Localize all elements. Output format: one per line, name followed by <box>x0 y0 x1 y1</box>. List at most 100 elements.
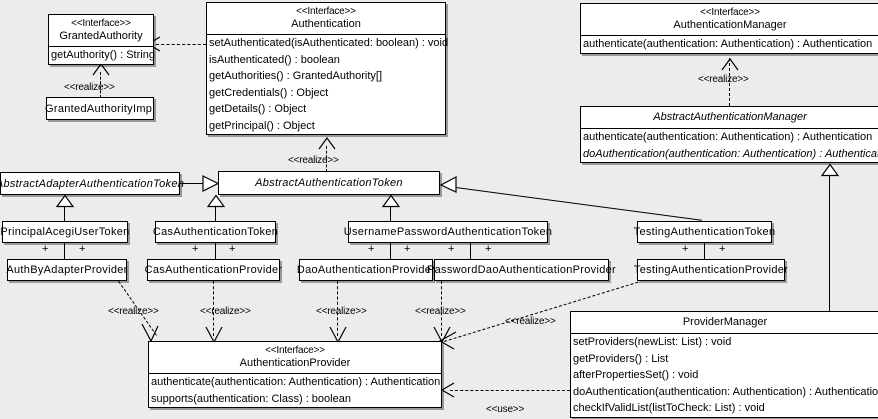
generalization-line-usernamepasswordauthenticationtoken <box>390 205 391 221</box>
class-name-label: CasAuthenticationToken <box>152 226 279 238</box>
operation-row: authenticate(authentication: Authenticat… <box>583 38 873 50</box>
visibility-plus-1: + <box>42 243 49 255</box>
class-name-label: AbstractAuthenticationManager <box>653 111 807 123</box>
class-name-label: PasswordDaoAuthenticationProvider <box>426 264 617 276</box>
realization-triangle-authenticationmanager <box>721 57 739 71</box>
class-name-label: GrantedAuthorityImpl <box>45 102 155 115</box>
class-box-granted-authority-impl[interactable]: GrantedAuthorityImpl <box>45 97 155 120</box>
class-box-abstract-adapter-authentication-token[interactable]: AbstractAdapterAuthenticationToken <box>0 172 184 195</box>
operation-row: getPrincipal() : Object <box>209 119 315 132</box>
operations-compartment: authenticate(authentication: Authenticat… <box>581 36 878 53</box>
class-box-principal-acegi-user-token[interactable]: PrincipalAcegiUserToken <box>0 221 129 243</box>
class-box-authentication[interactable]: <<Interface>> Authentication setAuthenti… <box>206 2 449 135</box>
class-name-label: PrincipalAcegiUserToken <box>0 226 130 238</box>
class-box-granted-authority[interactable]: <<Interface>> GrantedAuthority getAuthor… <box>48 14 155 65</box>
class-box-authentication-provider[interactable]: <<Interface>> AuthenticationProvider aut… <box>148 341 442 408</box>
class-name-label: Authentication <box>291 18 361 30</box>
class-box-cas-authentication-token[interactable]: CasAuthenticationToken <box>153 221 278 243</box>
generalization-line-testingauthenticationtoken <box>455 187 702 221</box>
class-name-label: DaoAuthenticationProvider <box>296 264 436 276</box>
realization-line-abstractauthenticationmanager <box>729 58 730 106</box>
class-name-label: TestingAuthenticationProvider <box>633 264 789 276</box>
assoc-line-testingtoken-testingprovider <box>704 242 705 259</box>
operation-row: getDetails() : Object <box>209 103 307 115</box>
assoc-line-userpass-dao <box>390 242 391 259</box>
compartment-separator <box>571 333 878 334</box>
class-name-label: TestingAuthenticationToken <box>633 226 776 238</box>
compartment-separator <box>49 46 153 47</box>
class-box-dao-authentication-provider[interactable]: DaoAuthenticationProvider <box>297 259 435 281</box>
operation-row: getCredentials() : Object <box>209 86 329 99</box>
generalization-line-casauthenticationtoken <box>215 205 216 221</box>
relation-label-realize-1: <<realize>> <box>64 82 115 93</box>
class-name-label: AuthenticationManager <box>673 19 787 31</box>
generalization-triangle-abstractauthenticationtoken-left <box>202 175 220 192</box>
compartment-separator <box>207 34 445 35</box>
stereotype-label: <<Interface>> <box>700 7 760 18</box>
assoc-line-userpass-passworddao <box>470 242 471 259</box>
operations-compartment: setProviders(newList: List) : void getPr… <box>571 334 878 417</box>
dependency-line-authentication-grantedauthority <box>156 44 206 45</box>
relation-label-realize-8: <<realize>> <box>505 316 556 327</box>
class-box-username-password-authentication-token[interactable]: UsernamePasswordAuthenticationToken <box>344 221 552 243</box>
relation-label-use-2: <<use>> <box>486 404 525 415</box>
visibility-plus-10: + <box>719 243 726 255</box>
generalization-line-providermanager <box>829 175 830 312</box>
realization-line-daoprovider <box>337 281 338 336</box>
generalization-triangle-abstractauthenticationmanager <box>820 163 840 177</box>
class-header-authentication-provider: <<Interface>> AuthenticationProvider <box>149 342 441 373</box>
operation-row: authenticate(authentication: Authenticat… <box>151 376 441 388</box>
open-arrowhead-authenticationprovider <box>440 382 455 398</box>
operations-compartment: authenticate(authentication: Authenticat… <box>581 129 878 162</box>
operation-row: afterPropertiesSet() : void <box>573 369 699 381</box>
visibility-plus-5: + <box>368 243 375 255</box>
assoc-line-principalacegi-authbyadapter <box>64 242 65 259</box>
operation-row: doAuthentication(authentication: Authent… <box>573 385 878 398</box>
class-name-label: ProviderManager <box>682 316 768 328</box>
realization-line-passworddaoprovider <box>441 281 442 336</box>
visibility-plus-9: + <box>682 243 689 255</box>
relation-label-realize-3: <<realize>> <box>698 74 749 85</box>
assoc-line-castoken-casprovider <box>215 242 216 259</box>
realization-line-abstractauthenticationtoken <box>326 146 327 172</box>
class-header-authentication-manager: <<Interface>> AuthenticationManager <box>581 4 878 35</box>
operations-compartment: authenticate(authentication: Authenticat… <box>149 374 441 407</box>
class-box-password-dao-authentication-provider[interactable]: PasswordDaoAuthenticationProvider <box>427 259 616 281</box>
relation-label-realize-4: <<realize>> <box>108 306 159 317</box>
class-name-label: UsernamePasswordAuthenticationToken <box>343 226 553 238</box>
visibility-plus-2: + <box>79 243 86 255</box>
operation-row: getProviders() : List <box>573 352 669 365</box>
class-name-label: AbstractAdapterAuthenticationToken <box>0 177 185 190</box>
visibility-plus-4: + <box>229 243 236 255</box>
visibility-plus-7: + <box>448 243 455 255</box>
compartment-separator <box>149 373 441 374</box>
stereotype-label: <<Interface>> <box>296 6 356 17</box>
relation-label-realize-5: <<realize>> <box>200 306 251 317</box>
class-name-label: AuthenticationProvider <box>239 357 351 369</box>
generalization-triangle-abstract-token-testing <box>439 176 457 193</box>
operations-compartment: setAuthenticated(isAuthenticated: boolea… <box>207 35 449 134</box>
stereotype-label: <<Interface>> <box>265 345 325 356</box>
operation-row: getAuthority() : String <box>51 49 155 61</box>
compartment-separator <box>581 35 878 36</box>
visibility-plus-6: + <box>404 243 411 255</box>
operation-row: setAuthenticated(isAuthenticated: boolea… <box>209 37 449 49</box>
class-box-auth-by-adapter-provider[interactable]: AuthByAdapterProvider <box>6 259 127 281</box>
class-header-abstract-authentication-manager: AbstractAuthenticationManager <box>581 107 878 128</box>
class-header-authentication: <<Interface>> Authentication <box>207 3 445 34</box>
stereotype-label: <<Interface>> <box>71 18 131 29</box>
class-box-testing-authentication-token[interactable]: TestingAuthenticationToken <box>634 221 775 243</box>
class-box-authentication-manager[interactable]: <<Interface>> AuthenticationManager auth… <box>580 3 878 54</box>
class-box-abstract-authentication-token[interactable]: AbstractAuthenticationToken <box>218 171 440 195</box>
generalization-triangle-adapter-token <box>55 194 75 208</box>
visibility-plus-3: + <box>192 243 199 255</box>
realization-line-grantedauthorityimpl <box>100 72 101 98</box>
operation-row: authenticate(authentication: Authenticat… <box>583 131 873 143</box>
operation-row: supports(authentication: Class) : boolea… <box>151 392 351 405</box>
dependency-line-providermanager-authenticationprovider <box>450 390 570 391</box>
class-box-provider-manager[interactable]: ProviderManager setProviders(newList: Li… <box>570 311 878 418</box>
relation-label-realize-6: <<realize>> <box>316 306 367 317</box>
class-box-abstract-authentication-manager[interactable]: AbstractAuthenticationManager authentica… <box>580 106 878 163</box>
class-box-testing-authentication-provider[interactable]: TestingAuthenticationProvider <box>634 259 788 281</box>
class-box-cas-authentication-provider[interactable]: CasAuthenticationProvider <box>145 259 282 281</box>
